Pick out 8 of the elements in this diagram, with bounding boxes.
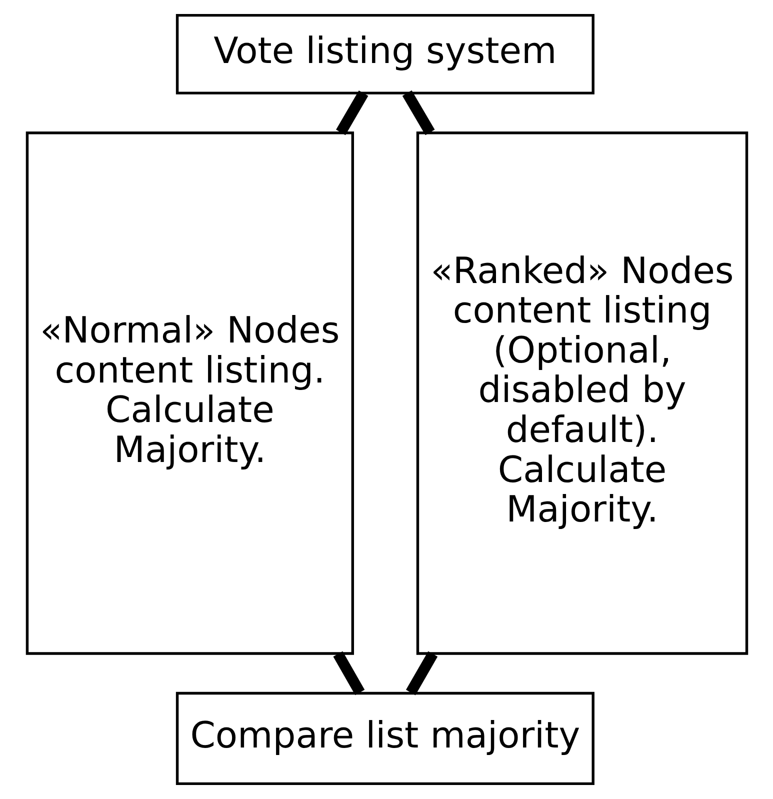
node-box: «Normal» Nodes content listing. Calculate Majority. <box>25 131 354 655</box>
node-box: «Ranked» Nodes content listing (Optional, disabled by default). Calculate Majority. <box>416 131 748 655</box>
connector <box>336 90 368 136</box>
connector <box>332 651 364 696</box>
connector <box>405 651 438 696</box>
connector <box>402 90 434 136</box>
node-box: Vote listing system <box>175 14 594 94</box>
node-box: Compare list majority <box>175 692 594 786</box>
